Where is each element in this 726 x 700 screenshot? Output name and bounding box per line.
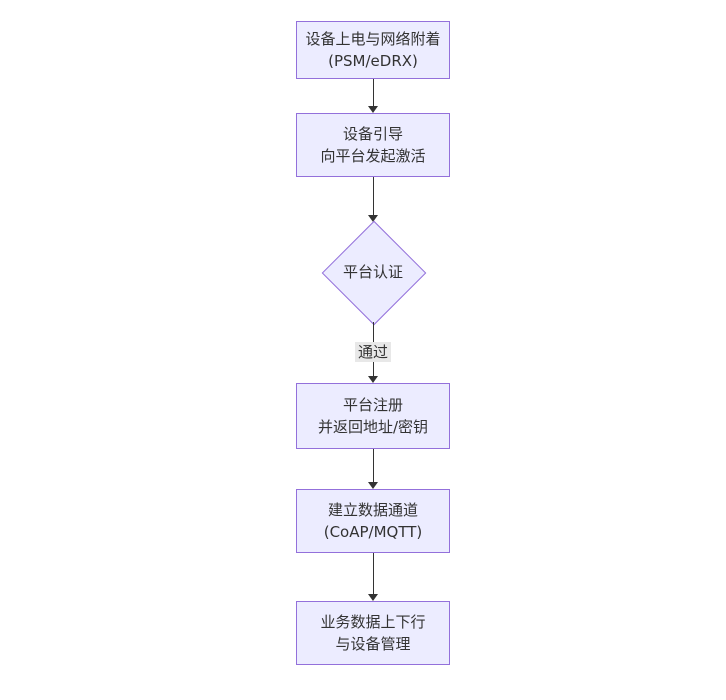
node-label-line: 与设备管理 — [335, 635, 411, 653]
node-device-bootstrap: 设备引导 向平台发起激活 — [296, 113, 450, 177]
node-data-channel: 建立数据通道 (CoAP/MQTT) — [296, 489, 450, 553]
node-label-line: 设备上电与网络附着 — [305, 30, 441, 48]
connector-c-d: 通过 — [354, 322, 392, 383]
node-label-line: 业务数据上下行 — [320, 613, 426, 631]
node-label-line: 平台注册 — [342, 396, 403, 414]
connector-line — [373, 177, 374, 216]
arrow-down-icon — [368, 106, 378, 113]
node-label-line: 设备引导 — [342, 125, 403, 143]
connector-d-e — [368, 449, 378, 489]
arrow-down-icon — [368, 215, 378, 222]
connector-a-b — [368, 79, 378, 113]
node-platform-register: 平台注册 并返回地址/密钥 — [296, 383, 450, 449]
node-label-line: (CoAP/MQTT) — [323, 523, 423, 541]
arrow-down-icon — [368, 594, 378, 601]
node-power-on-network-attach: 设备上电与网络附着 (PSM/eDRX) — [296, 21, 450, 79]
edge-label-pass: 通过 — [354, 341, 392, 362]
node-label-line: 平台认证 — [342, 263, 403, 281]
node-business-data-device-mgmt: 业务数据上下行 与设备管理 — [296, 601, 450, 665]
decision-platform-auth: 平台认证 — [321, 220, 427, 326]
connector-b-c — [368, 177, 378, 222]
connector-line — [373, 449, 374, 483]
node-label-line: 向平台发起激活 — [320, 147, 426, 165]
connector-e-f — [368, 553, 378, 601]
node-label-line: 建立数据通道 — [327, 501, 418, 519]
node-label-line: (PSM/eDRX) — [328, 52, 418, 70]
connector-line — [373, 79, 374, 107]
arrow-down-icon — [368, 482, 378, 489]
connector-line — [373, 553, 374, 595]
node-label-line: 并返回地址/密钥 — [317, 418, 429, 436]
arrow-down-icon — [368, 376, 378, 383]
